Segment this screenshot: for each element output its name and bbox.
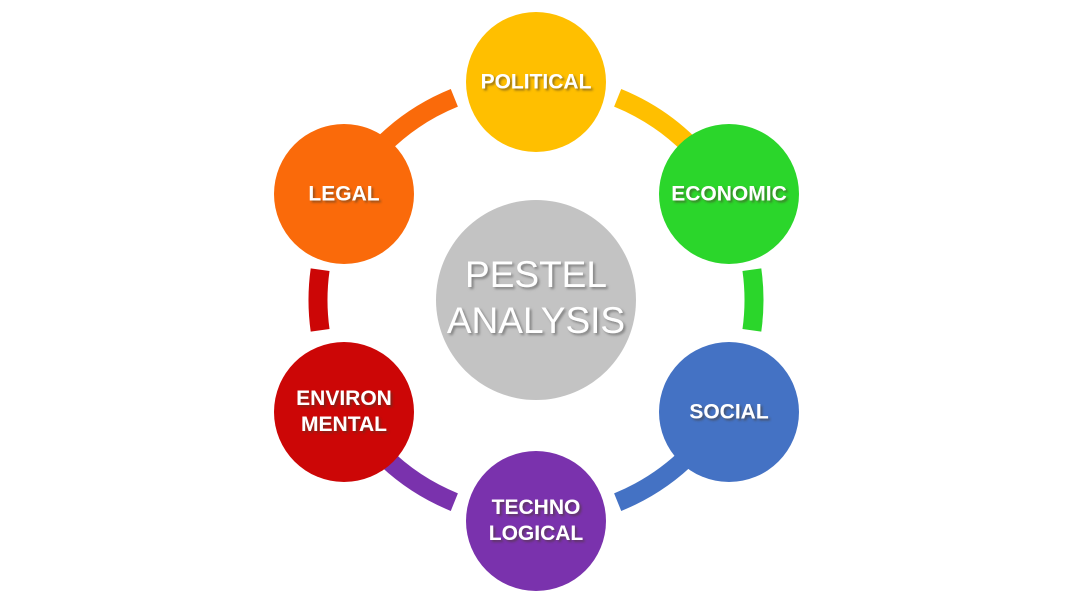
node-circle-political[interactable] — [466, 12, 606, 152]
connector-economic-social — [742, 268, 764, 332]
node-legal[interactable]: LEGAL — [274, 124, 414, 264]
node-social[interactable]: SOCIAL — [659, 342, 799, 482]
node-circle-social[interactable] — [659, 342, 799, 482]
node-economic[interactable]: ECONOMIC — [659, 124, 799, 264]
node-label-political: POLITICAL — [481, 70, 592, 93]
node-circle-environmental[interactable] — [274, 342, 414, 482]
node-label-economic: ECONOMIC — [671, 182, 787, 205]
center-hub-circle — [436, 200, 636, 400]
node-circle-technological[interactable] — [466, 451, 606, 591]
node-label-legal: LEGAL — [308, 182, 379, 205]
connector-environmental-legal — [308, 268, 330, 332]
node-circle-legal[interactable] — [274, 124, 414, 264]
node-label-social: SOCIAL — [689, 400, 769, 423]
node-political[interactable]: POLITICAL — [466, 12, 606, 152]
node-circle-economic[interactable] — [659, 124, 799, 264]
